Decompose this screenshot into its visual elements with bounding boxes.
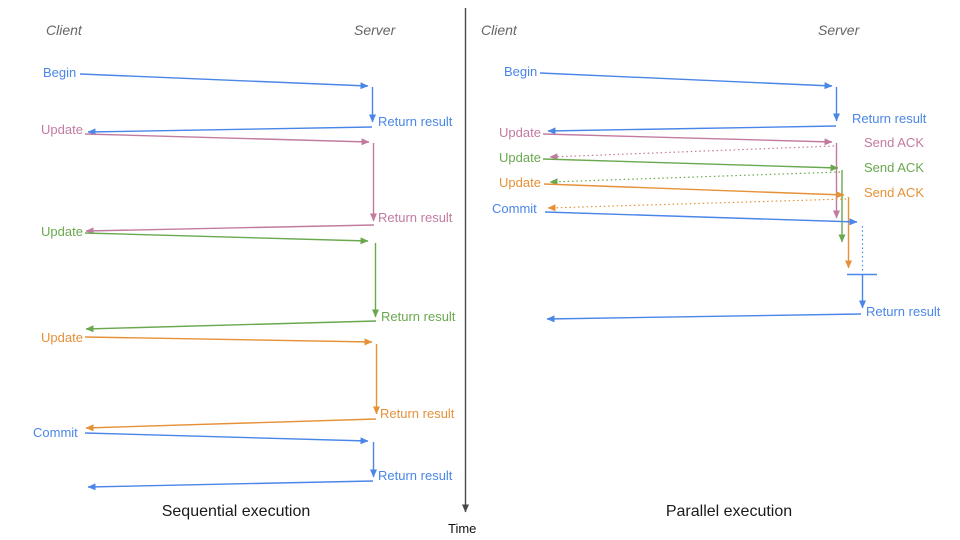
return-result-response	[87, 480, 374, 491]
update-request	[84, 336, 373, 346]
return-result-response	[547, 125, 837, 135]
server-header-sequential: Server	[354, 22, 396, 38]
begin-request	[79, 73, 369, 90]
update-request	[84, 133, 370, 146]
time-axis-label: Time	[448, 521, 477, 536]
return-result-label: Return result	[378, 114, 453, 129]
return-result-response	[85, 320, 377, 333]
begin-request	[539, 72, 833, 90]
send-ack-response	[549, 145, 835, 161]
return-result-label: Return result	[378, 210, 453, 225]
return-result-label: Return result	[378, 468, 453, 483]
return-result-label: Return result	[381, 309, 456, 324]
return-result-label: Return result	[866, 304, 941, 319]
commit-request	[544, 211, 858, 226]
update-request	[543, 183, 845, 199]
commit-label: Commit	[33, 425, 78, 440]
update-label: Update	[41, 122, 83, 137]
return-result-label: Return result	[380, 406, 455, 421]
client-header-sequential: Client	[46, 22, 82, 38]
send-ack-response	[549, 171, 841, 186]
return-result-response	[85, 224, 375, 235]
commit-label: Commit	[492, 201, 537, 216]
send-ack-label: Send ACK	[864, 135, 924, 150]
return-result-response	[87, 126, 373, 136]
update-label: Update	[499, 175, 541, 190]
update-label: Update	[41, 330, 83, 345]
return-result-label: Return result	[852, 111, 927, 126]
send-ack-response	[547, 198, 847, 212]
update-label: Update	[499, 125, 541, 140]
client-header-parallel: Client	[481, 22, 517, 38]
update-request	[542, 133, 833, 146]
begin-label: Begin	[504, 64, 538, 79]
send-ack-label: Send ACK	[864, 185, 924, 200]
return-result-response	[546, 313, 862, 323]
parallel-execution-title: Parallel execution	[665, 503, 793, 520]
update-label: Update	[499, 150, 541, 165]
update-label: Update	[41, 224, 83, 239]
send-ack-label: Send ACK	[864, 160, 924, 175]
update-request	[542, 158, 839, 172]
begin-label: Begin	[43, 65, 77, 80]
commit-request	[84, 432, 369, 445]
sequential-execution-title: Sequential execution	[161, 503, 311, 520]
update-request	[84, 232, 369, 245]
return-result-response	[85, 418, 377, 432]
server-header-parallel: Server	[818, 22, 860, 38]
